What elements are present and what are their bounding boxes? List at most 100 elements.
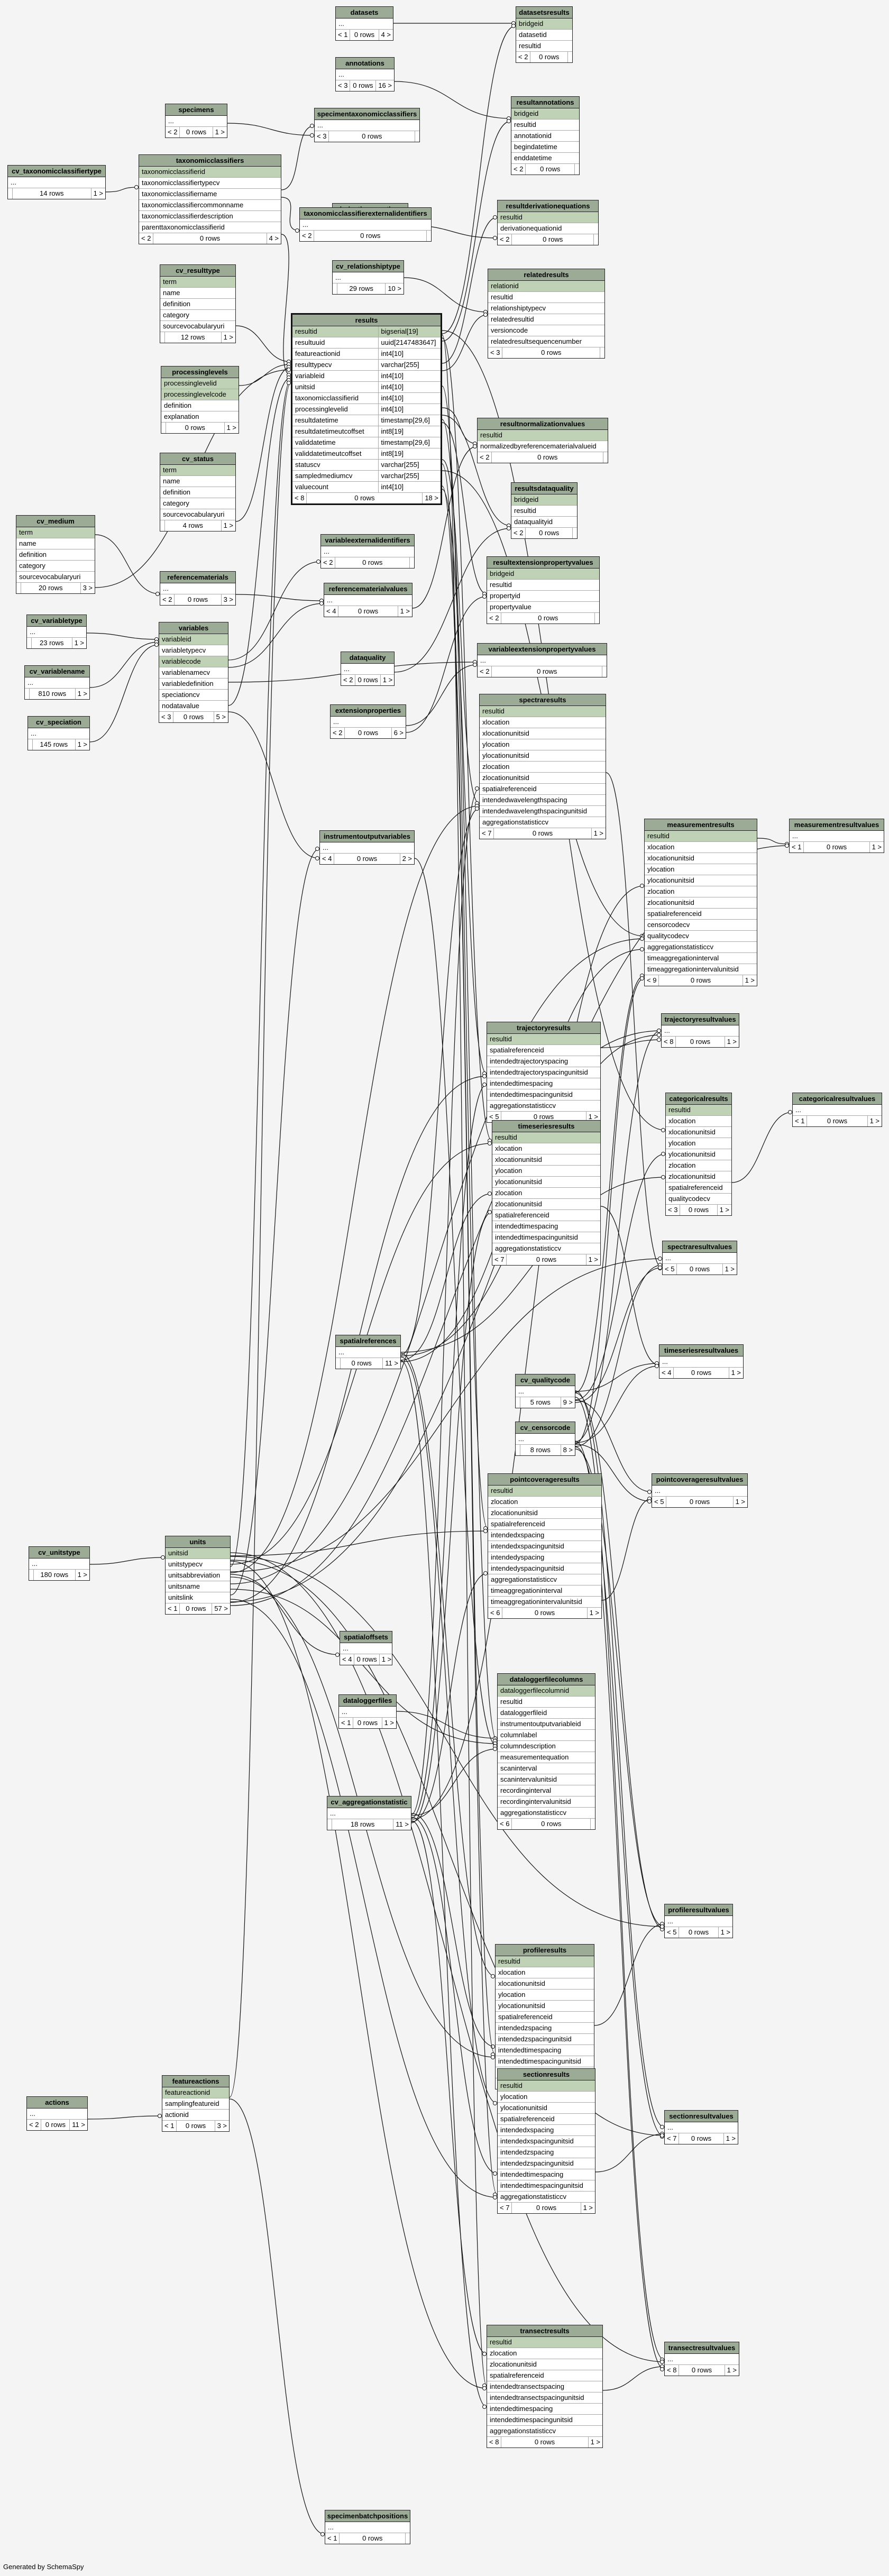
table-title[interactable]: specimenbatchpositions — [325, 2510, 410, 2522]
table-title[interactable]: specimens — [166, 104, 227, 116]
table-title[interactable]: datasets — [336, 7, 393, 19]
table-title[interactable]: datasetsresults — [516, 7, 572, 19]
table-title[interactable]: specimentaxonomicclassifiers — [315, 108, 419, 120]
table-title[interactable]: transectresults — [487, 2325, 602, 2337]
table-title[interactable]: referencematerials — [160, 572, 235, 583]
table-title[interactable]: cv_taxonomicclassifiertype — [8, 166, 105, 177]
table-title[interactable]: resultextensionpropertyvalues — [487, 557, 599, 569]
table-title[interactable]: taxonomicclassifierexternalidentifiers — [300, 208, 431, 219]
table-title[interactable]: units — [166, 1536, 230, 1548]
table-title[interactable]: sectionresultvalues — [665, 2111, 738, 2122]
table-title[interactable]: variableextensionpropertyvalues — [478, 644, 607, 655]
table-title[interactable]: measurementresultvalues — [790, 819, 884, 831]
table-title[interactable]: spectraresultvalues — [663, 1241, 737, 1253]
table-title[interactable]: dataloggerfilecolumns — [498, 1674, 595, 1685]
table-title[interactable]: extensionproperties — [331, 705, 406, 717]
table-title[interactable]: transectresultvalues — [665, 2342, 739, 2354]
table-title[interactable]: cv_censorcode — [516, 1422, 575, 1434]
table-title[interactable]: trajectoryresults — [487, 1022, 600, 1034]
table-title[interactable]: cv_aggregationstatistic — [327, 1796, 411, 1808]
table-title[interactable]: spatialreferences — [336, 1335, 400, 1347]
table-title[interactable]: resultsdataquality — [511, 483, 577, 494]
table-title[interactable]: spatialoffsets — [340, 1631, 392, 1643]
table-title[interactable]: cv_unitstype — [29, 1547, 89, 1559]
table-taxonomicclassifierextid[interactable]: taxonomicclassifierexternalidentifiers..… — [299, 207, 432, 242]
table-title[interactable]: instrumentoutputvariables — [320, 831, 414, 842]
table-title[interactable]: cv_speciation — [28, 717, 89, 728]
table-title[interactable]: timeseriesresults — [492, 1121, 600, 1132]
table-title[interactable]: cv_relationshiptype — [333, 261, 404, 272]
table-title[interactable]: trajectoryresultvalues — [662, 1014, 739, 1025]
table-title[interactable]: taxonomicclassifiers — [139, 155, 281, 167]
table-title[interactable]: resultderivationequations — [498, 200, 598, 212]
table-title[interactable]: dataloggerfiles — [339, 1695, 396, 1707]
table-title[interactable]: pointcoverageresultvalues — [652, 1474, 747, 1486]
table-title[interactable]: relatedresults — [488, 269, 604, 281]
table-title[interactable]: referencematerialvalues — [324, 583, 412, 595]
table-title[interactable]: variables — [159, 622, 228, 634]
table-title[interactable]: results — [292, 315, 441, 326]
table-title[interactable]: annotations — [336, 58, 394, 69]
table-title[interactable]: resultnormalizationvalues — [478, 418, 608, 430]
table-title[interactable]: cv_resulttype — [160, 265, 235, 277]
table-title[interactable]: resultannotations — [511, 97, 579, 108]
table-title[interactable]: spectraresults — [480, 694, 606, 706]
table-title[interactable]: categoricalresultvalues — [793, 1093, 882, 1105]
table-title[interactable]: variableexternalidentifiers — [321, 535, 414, 546]
table-title[interactable]: sectionresults — [498, 2069, 595, 2080]
table-title[interactable]: profileresults — [496, 1945, 594, 1956]
table-title[interactable]: categoricalresults — [666, 1093, 731, 1105]
table-title[interactable]: cv_variabletype — [27, 615, 86, 627]
table-title[interactable]: profileresultvalues — [665, 1904, 732, 1916]
table-title[interactable]: measurementresults — [645, 819, 757, 831]
